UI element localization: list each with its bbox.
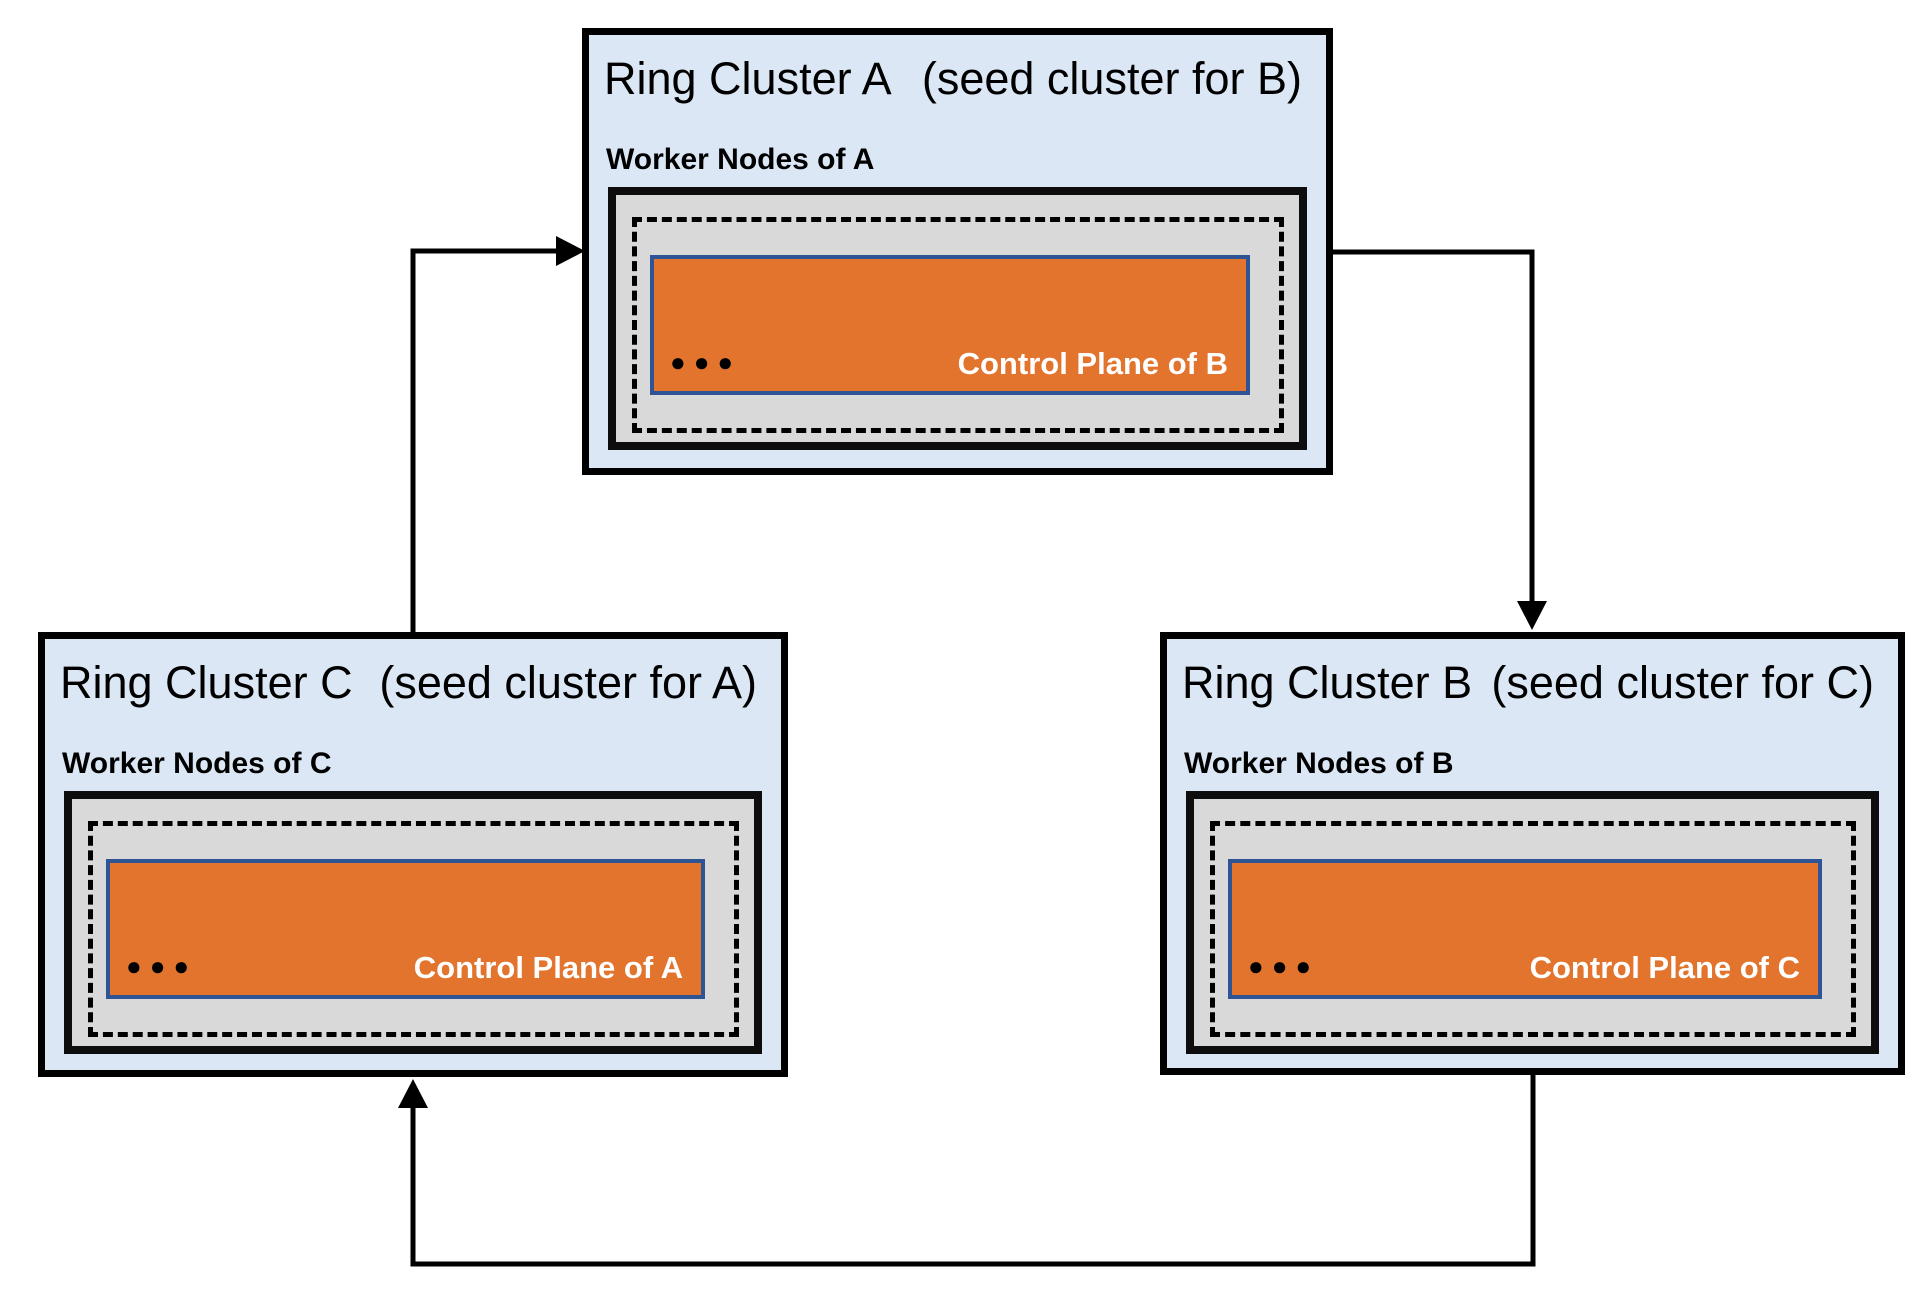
cluster-a-dashed-boundary bbox=[632, 217, 1284, 433]
cluster-c-ellipsis-dots: ●●● bbox=[126, 951, 198, 981]
cluster-a-worker-label: Worker Nodes of A bbox=[606, 143, 875, 176]
cluster-a-title-row: Ring Cluster A (seed cluster for B) bbox=[604, 53, 1302, 105]
arrowhead-down-icon bbox=[1517, 601, 1547, 630]
cluster-c-dashed-boundary bbox=[88, 821, 739, 1037]
arrow-a-to-b bbox=[1333, 249, 1547, 630]
cluster-b-worker-label: Worker Nodes of B bbox=[1184, 747, 1454, 780]
cluster-b-ellipsis-dots: ●●● bbox=[1248, 951, 1320, 981]
cluster-c-title-row: Ring Cluster C (seed cluster for A) bbox=[60, 657, 757, 709]
cluster-a-title: Ring Cluster A bbox=[604, 53, 892, 104]
cluster-a-hosted-control-plane: ●●● Control Plane of B bbox=[650, 255, 1250, 395]
cluster-a-control-plane-label: Control Plane of B bbox=[957, 345, 1228, 381]
arrow-c-to-a bbox=[410, 236, 585, 632]
cluster-a-ellipsis-dots: ●●● bbox=[670, 347, 742, 377]
cluster-c-seed-note: (seed cluster for A) bbox=[379, 657, 757, 708]
cluster-b-dashed-boundary bbox=[1210, 821, 1856, 1037]
cluster-b-control-plane-label: Control Plane of C bbox=[1529, 949, 1800, 985]
cluster-b-title: Ring Cluster B bbox=[1182, 657, 1473, 708]
cluster-b-seed-note: (seed cluster for C) bbox=[1491, 657, 1874, 708]
cluster-c-hosted-control-plane: ●●● Control Plane of A bbox=[106, 859, 705, 999]
cluster-b-box: Ring Cluster B (seed cluster for C) Work… bbox=[1160, 632, 1905, 1075]
cluster-c-box: Ring Cluster C (seed cluster for A) Work… bbox=[38, 632, 788, 1077]
cluster-c-control-plane-label: Control Plane of A bbox=[413, 949, 683, 985]
arrow-b-to-c bbox=[398, 1075, 1536, 1267]
cluster-a-box: Ring Cluster A (seed cluster for B) Work… bbox=[582, 28, 1333, 475]
cluster-b-hosted-control-plane: ●●● Control Plane of C bbox=[1228, 859, 1822, 999]
cluster-c-title: Ring Cluster C bbox=[60, 657, 353, 708]
cluster-b-title-row: Ring Cluster B (seed cluster for C) bbox=[1182, 657, 1874, 709]
cluster-c-worker-label: Worker Nodes of C bbox=[62, 747, 332, 780]
arrowhead-right-icon bbox=[556, 236, 585, 266]
cluster-a-seed-note: (seed cluster for B) bbox=[921, 53, 1302, 104]
arrowhead-up-icon bbox=[398, 1079, 428, 1108]
